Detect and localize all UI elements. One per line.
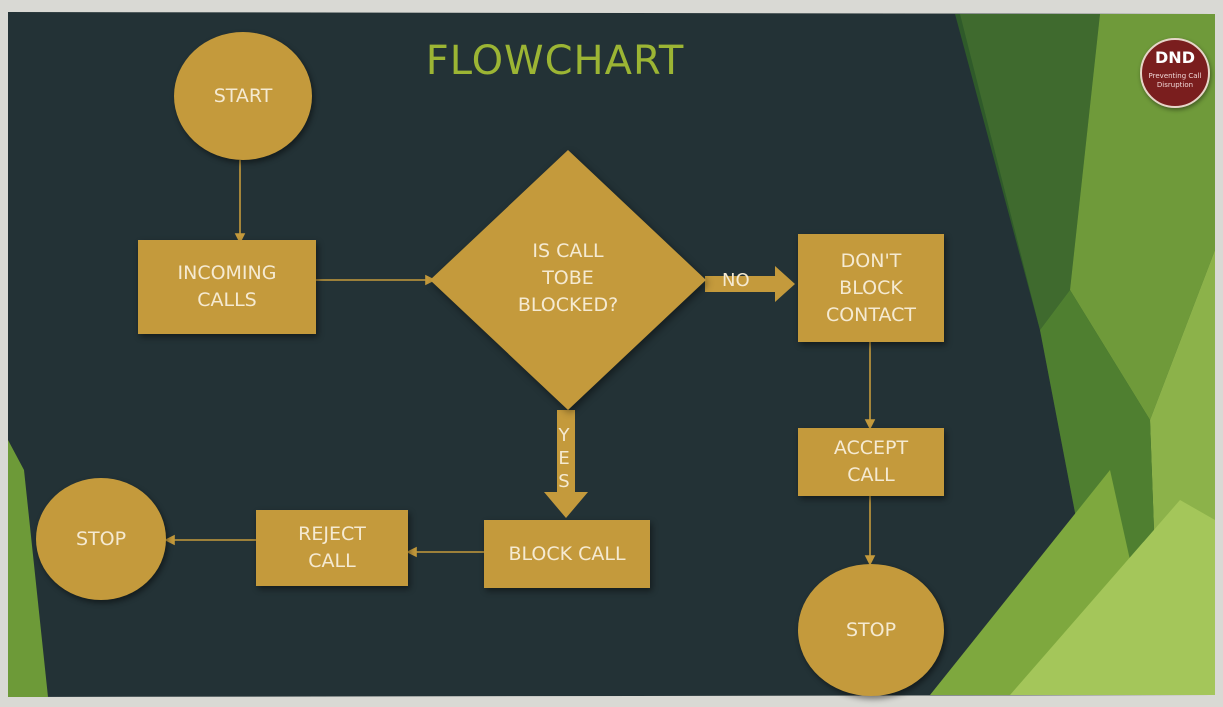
yes-block-arrow	[544, 410, 588, 518]
dnd-logo: DND Preventing Call Disruption	[1140, 38, 1210, 108]
no-label: NO	[722, 270, 750, 291]
arrowhead-start-incoming	[234, 233, 246, 244]
start-node: START	[174, 32, 312, 160]
green-facet-6	[1010, 500, 1215, 695]
yes-label: YES	[558, 425, 570, 492]
stop-node-right: STOP	[798, 564, 944, 696]
arrowhead-reject-stop	[164, 534, 175, 546]
arrowhead-accept-stop	[864, 555, 876, 566]
logo-text: DND	[1155, 48, 1195, 67]
arrowhead-block-reject	[406, 546, 417, 558]
block-call-node: BLOCK CALL	[484, 520, 650, 588]
decision-diamond	[430, 150, 706, 410]
green-facet-1	[960, 14, 1100, 330]
flowchart-title: FLOWCHART	[425, 38, 685, 84]
reject-call-node: REJECT CALL	[256, 510, 408, 586]
incoming-calls-node: INCOMING CALLS	[138, 240, 316, 334]
green-facet-2	[1070, 14, 1215, 420]
dont-block-contact-node: DON'T BLOCK CONTACT	[798, 234, 944, 342]
accept-call-node: ACCEPT CALL	[798, 428, 944, 496]
stop-node-left: STOP	[36, 478, 166, 600]
decision-text: IS CALL TOBE BLOCKED?	[517, 239, 619, 316]
green-facet-left	[8, 440, 48, 697]
logo-subtext: Preventing Call Disruption	[1148, 72, 1202, 89]
no-block-arrow	[705, 266, 795, 302]
arrowhead-dontblock-accept	[864, 419, 876, 430]
